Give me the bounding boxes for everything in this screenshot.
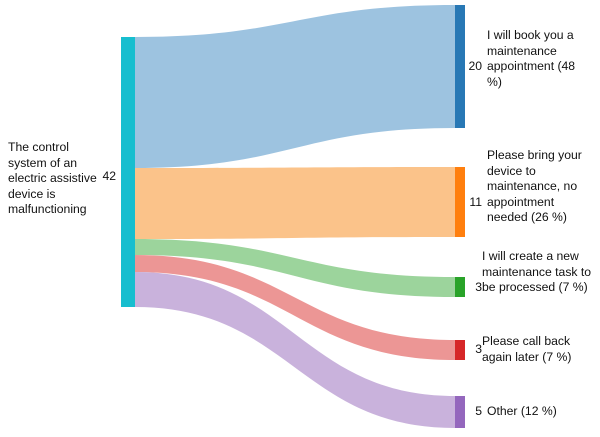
- link-other: [135, 272, 455, 428]
- target-value-other: 5: [475, 404, 482, 418]
- target-label-other: Other (12 %): [487, 404, 557, 418]
- sankey-links: [135, 5, 455, 428]
- node-book-appointment-bar[interactable]: [455, 5, 465, 128]
- node-bring-device-bar[interactable]: [455, 167, 465, 237]
- node-other-bar[interactable]: [455, 396, 465, 428]
- sankey-target-nodes: [455, 5, 465, 428]
- node-call-back-bar[interactable]: [455, 340, 465, 360]
- source-node-label: The control system of an electric assist…: [8, 140, 97, 217]
- link-bring-device: [135, 167, 455, 239]
- target-value-book-appointment: 20: [468, 59, 482, 73]
- sankey-source-node[interactable]: [121, 37, 135, 307]
- target-value-bring-device: 11: [469, 195, 482, 209]
- link-create-task: [135, 239, 455, 297]
- target-value-create-task: 3: [475, 280, 482, 294]
- node-source-bar[interactable]: [121, 37, 135, 307]
- target-label-call-back: Please call back again later (7 %): [482, 334, 572, 364]
- source-node-value: 42: [102, 169, 116, 183]
- link-call-back: [135, 255, 455, 360]
- node-create-task-bar[interactable]: [455, 277, 465, 297]
- target-label-bring-device: Please bring your device to maintenance,…: [487, 148, 582, 225]
- target-value-call-back: 3: [475, 342, 482, 356]
- link-book-appointment: [135, 5, 455, 168]
- target-label-create-task: I will create a new maintenance task to …: [482, 249, 592, 295]
- target-label-book-appointment: I will book you a maintenance appointmen…: [487, 28, 576, 89]
